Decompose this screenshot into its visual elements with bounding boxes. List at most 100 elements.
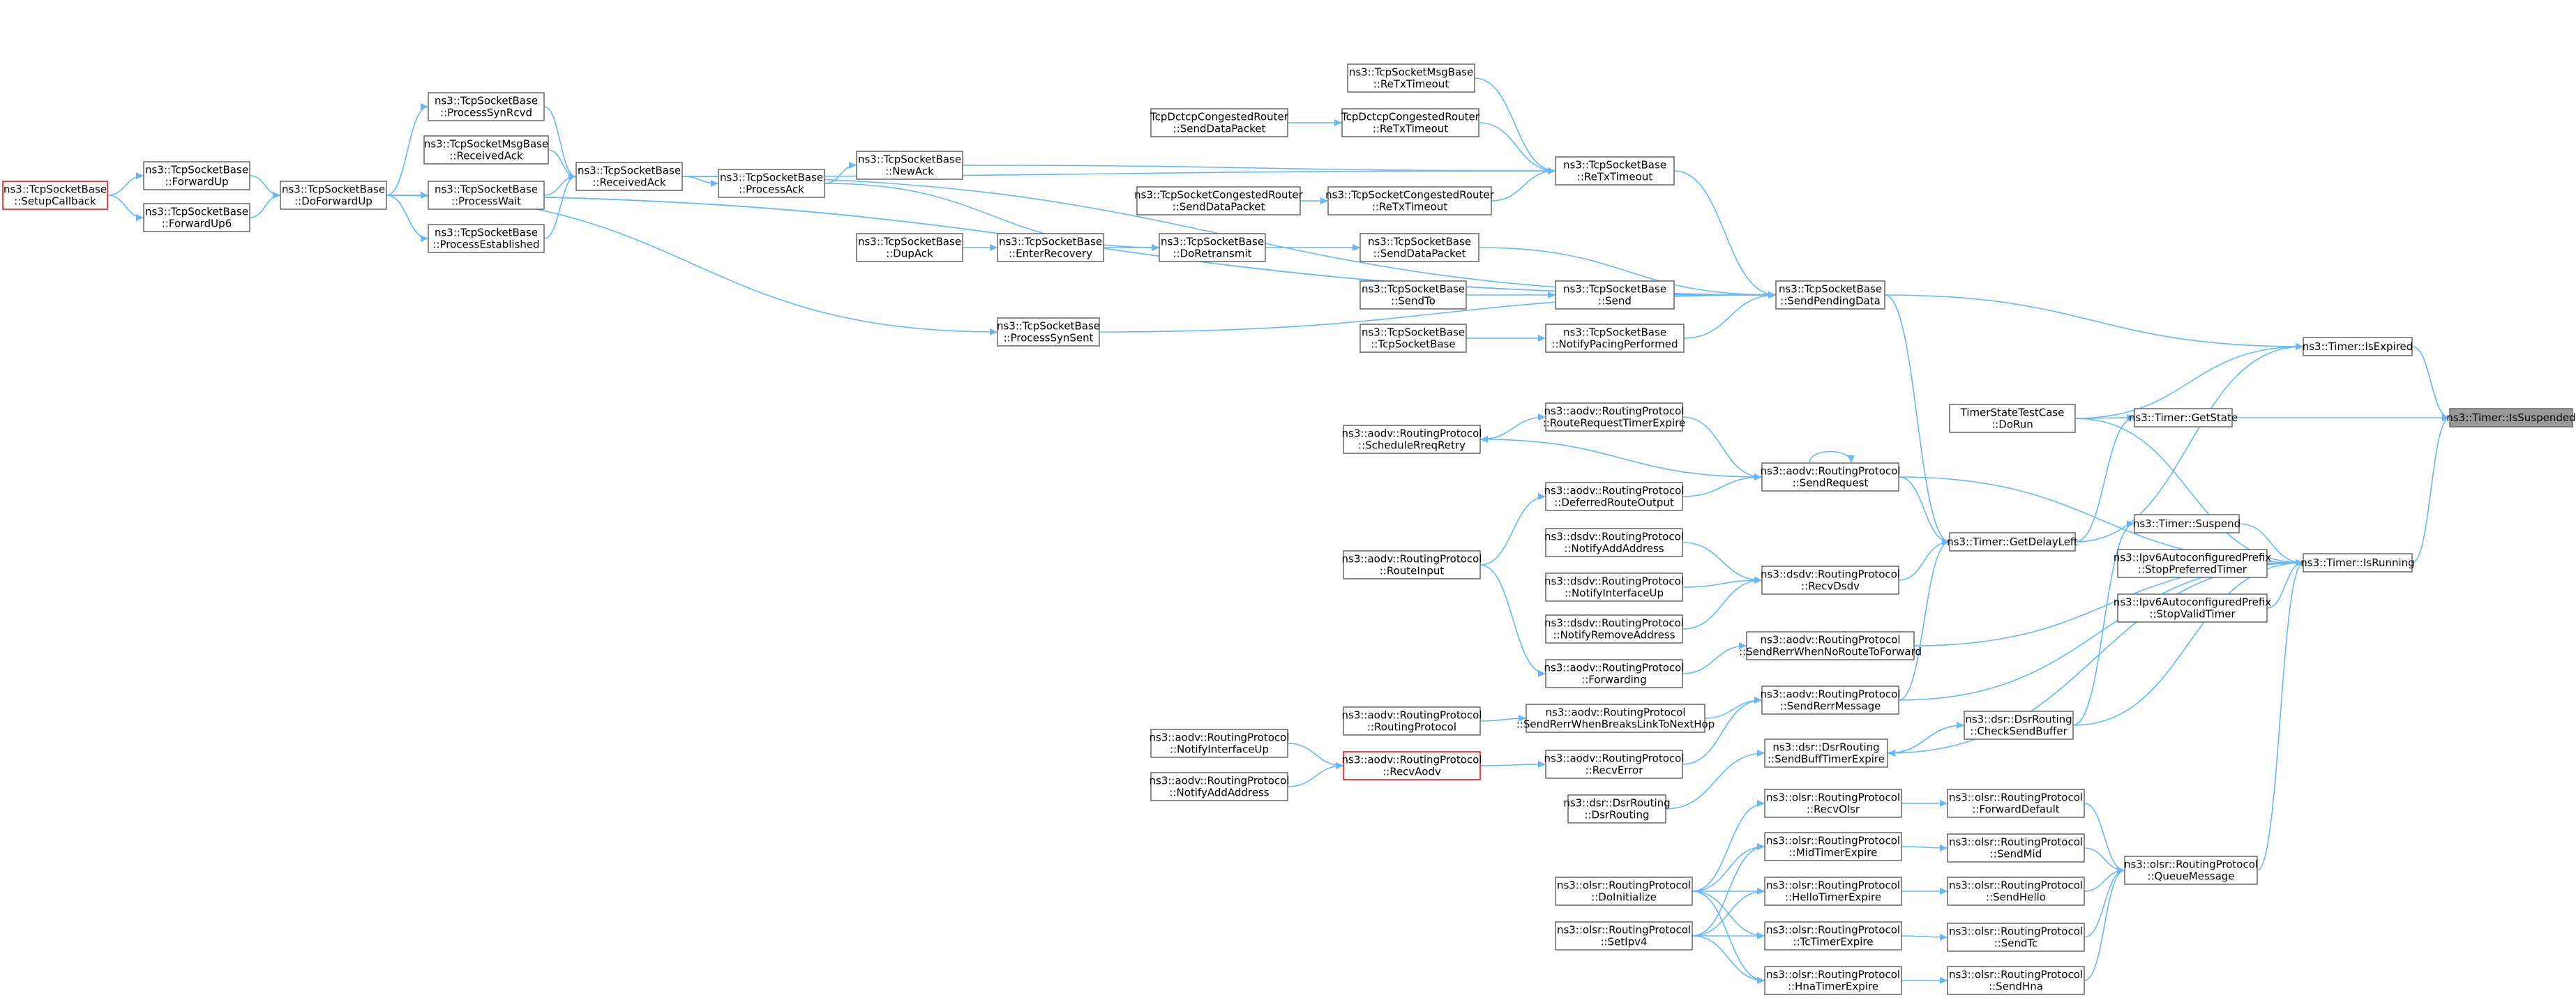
graph-node[interactable]: ns3::TcpSocketBase::ProcessSynRcvd: [428, 92, 545, 121]
graph-node[interactable]: ns3::Timer::IsRunning: [2300, 553, 2415, 573]
graph-node[interactable]: ns3::dsdv::RoutingProtocol::RecvDsdv: [1761, 566, 1900, 595]
node-box[interactable]: [1567, 794, 1666, 824]
node-box[interactable]: [856, 233, 963, 262]
graph-node[interactable]: ns3::olsr::RoutingProtocol::SetIpv4: [1555, 921, 1693, 950]
graph-node[interactable]: ns3::aodv::RoutingProtocol::RouteRequest…: [1543, 402, 1686, 432]
node-box[interactable]: [1347, 63, 1475, 93]
node-box[interactable]: [428, 92, 545, 121]
graph-node[interactable]: ns3::dsdv::RoutingProtocol::NotifyRemove…: [1544, 614, 1684, 644]
graph-node[interactable]: ns3::aodv::RoutingProtocol::SendRerrWhen…: [1516, 704, 1715, 733]
node-box[interactable]: [428, 224, 545, 253]
graph-node[interactable]: ns3::TcpSocketMsgBase::ReTxTimeout: [1347, 63, 1475, 93]
graph-node[interactable]: ns3::TcpSocketBase::NewAck: [856, 151, 963, 180]
node-box[interactable]: [1545, 324, 1685, 353]
graph-node[interactable]: ns3::aodv::RoutingProtocol::SendRerrMess…: [1761, 685, 1901, 715]
graph-node[interactable]: ns3::dsdv::RoutingProtocol::NotifyInterf…: [1544, 573, 1684, 602]
node-box[interactable]: [1545, 528, 1683, 557]
node-box[interactable]: [1159, 233, 1266, 262]
node-box[interactable]: [1150, 729, 1288, 758]
graph-node[interactable]: ns3::aodv::RoutingProtocol::NotifyAddAdd…: [1150, 772, 1290, 801]
node-box[interactable]: [1343, 751, 1481, 780]
node-box[interactable]: [1947, 789, 2085, 818]
node-box[interactable]: [2117, 593, 2268, 623]
node-box[interactable]: [143, 203, 250, 232]
node-box[interactable]: [575, 162, 683, 191]
graph-node[interactable]: ns3::TcpSocketBase::DoForwardUp: [280, 181, 387, 210]
node-box[interactable]: [143, 161, 250, 190]
node-box[interactable]: [1327, 186, 1492, 215]
graph-node[interactable]: ns3::TcpSocketBase::ProcessEstablished: [428, 224, 545, 253]
node-box[interactable]: [2449, 408, 2573, 427]
graph-node[interactable]: ns3::dsr::DsrRouting::DsrRouting: [1563, 794, 1671, 824]
graph-node[interactable]: ns3::TcpSocketBase::Send: [1555, 280, 1675, 310]
graph-node[interactable]: ns3::TcpSocketBase::ForwardUp: [143, 161, 250, 190]
node-box[interactable]: [1555, 877, 1693, 906]
node-box[interactable]: [2134, 514, 2240, 533]
graph-node[interactable]: ns3::TcpSocketBase::NotifyPacingPerforme…: [1545, 324, 1685, 353]
node-box[interactable]: [1555, 156, 1675, 185]
graph-node[interactable]: ns3::Ipv6AutoconfiguredPrefix::StopPrefe…: [2114, 549, 2271, 578]
node-box[interactable]: [1764, 738, 1888, 768]
node-box[interactable]: [1761, 685, 1899, 715]
node-box[interactable]: [1150, 108, 1288, 137]
graph-node[interactable]: ns3::olsr::RoutingProtocol::DoInitialize: [1555, 877, 1693, 906]
graph-node[interactable]: ns3::olsr::RoutingProtocol::RecvOlsr: [1764, 789, 1902, 818]
graph-node[interactable]: TcpDctcpCongestedRouter::SendDataPacket: [1150, 108, 1289, 137]
node-box[interactable]: [1947, 877, 2085, 906]
node-box[interactable]: [423, 135, 549, 165]
node-box[interactable]: [2124, 856, 2258, 885]
node-box[interactable]: [1947, 833, 2085, 863]
graph-node[interactable]: ns3::Ipv6AutoconfiguredPrefix::StopValid…: [2114, 593, 2271, 623]
graph-node[interactable]: ns3::TcpSocketMsgBase::ReceivedAck: [423, 135, 549, 165]
node-box[interactable]: [2117, 549, 2268, 578]
graph-node[interactable]: ns3::TcpSocketBase::ForwardUp6: [143, 203, 250, 232]
node-box[interactable]: [1545, 482, 1683, 511]
graph-node[interactable]: ns3::Timer::GetState: [2129, 408, 2238, 427]
graph-node[interactable]: ns3::TcpSocketBase::TcpSocketBase: [1359, 324, 1467, 353]
graph-node[interactable]: ns3::olsr::RoutingProtocol::HelloTimerEx…: [1764, 877, 1902, 906]
node-box[interactable]: [718, 169, 825, 198]
node-box[interactable]: [997, 233, 1104, 262]
node-box[interactable]: [1136, 186, 1301, 215]
node-box[interactable]: [1150, 772, 1288, 801]
node-box[interactable]: [1949, 532, 2076, 552]
graph-node[interactable]: ns3::TcpSocketBase::EnterRecovery: [997, 233, 1104, 262]
graph-node[interactable]: ns3::TcpSocketBase::ProcessAck: [718, 169, 825, 198]
graph-node[interactable]: ns3::olsr::RoutingProtocol::ForwardDefau…: [1947, 789, 2085, 818]
graph-node[interactable]: ns3::aodv::RoutingProtocol::ScheduleRreq…: [1342, 425, 1482, 454]
graph-node[interactable]: ns3::olsr::RoutingProtocol::HnaTimerExpi…: [1764, 966, 1902, 995]
graph-node[interactable]: ns3::olsr::RoutingProtocol::QueueMessage: [2124, 856, 2258, 885]
node-box[interactable]: [997, 317, 1100, 347]
node-box[interactable]: [428, 181, 545, 210]
node-box[interactable]: [1545, 750, 1683, 779]
node-box[interactable]: [1359, 280, 1467, 310]
graph-node[interactable]: ns3::olsr::RoutingProtocol::SendTc: [1947, 923, 2085, 952]
node-box[interactable]: [280, 181, 387, 210]
node-box[interactable]: [1343, 425, 1481, 454]
graph-node[interactable]: ns3::dsr::DsrRouting::CheckSendBuffer: [1964, 711, 2074, 740]
graph-node[interactable]: ns3::aodv::RoutingProtocol::NotifyInterf…: [1150, 729, 1290, 758]
graph-node[interactable]: ns3::TcpSocketBase::ReTxTimeout: [1555, 156, 1675, 185]
node-box[interactable]: [1761, 462, 1899, 492]
node-box[interactable]: [1343, 550, 1481, 579]
node-box[interactable]: [1947, 923, 2085, 952]
node-box[interactable]: [1343, 706, 1481, 736]
graph-node[interactable]: ns3::aodv::RoutingProtocol::RecvError: [1544, 750, 1685, 779]
node-box[interactable]: [1545, 614, 1683, 644]
graph-node[interactable]: ns3::aodv::RoutingProtocol::Forwarding: [1544, 659, 1685, 688]
graph-node[interactable]: ns3::Timer::IsSuspended: [2446, 408, 2576, 427]
graph-node[interactable]: TcpDctcpCongestedRouter::ReTxTimeout: [1341, 108, 1480, 137]
graph-node[interactable]: ns3::dsdv::RoutingProtocol::NotifyAddAdd…: [1544, 528, 1684, 557]
node-box[interactable]: [1764, 921, 1902, 950]
graph-node[interactable]: ns3::olsr::RoutingProtocol::SendHello: [1947, 877, 2085, 906]
node-box[interactable]: [1764, 877, 1902, 906]
graph-node[interactable]: ns3::aodv::RoutingProtocol::RecvAodv: [1342, 751, 1482, 780]
node-box[interactable]: [1764, 789, 1902, 818]
graph-node[interactable]: ns3::TcpSocketBase::ProcessSynSent: [997, 317, 1100, 347]
node-box[interactable]: [1764, 966, 1902, 995]
graph-node[interactable]: ns3::olsr::RoutingProtocol::MidTimerExpi…: [1764, 832, 1902, 861]
graph-node[interactable]: ns3::TcpSocketBase::DoRetransmit: [1159, 233, 1266, 262]
graph-node[interactable]: ns3::TcpSocketBase::ReceivedAck: [575, 162, 683, 191]
node-box[interactable]: [856, 151, 963, 180]
node-box[interactable]: [2303, 553, 2413, 573]
